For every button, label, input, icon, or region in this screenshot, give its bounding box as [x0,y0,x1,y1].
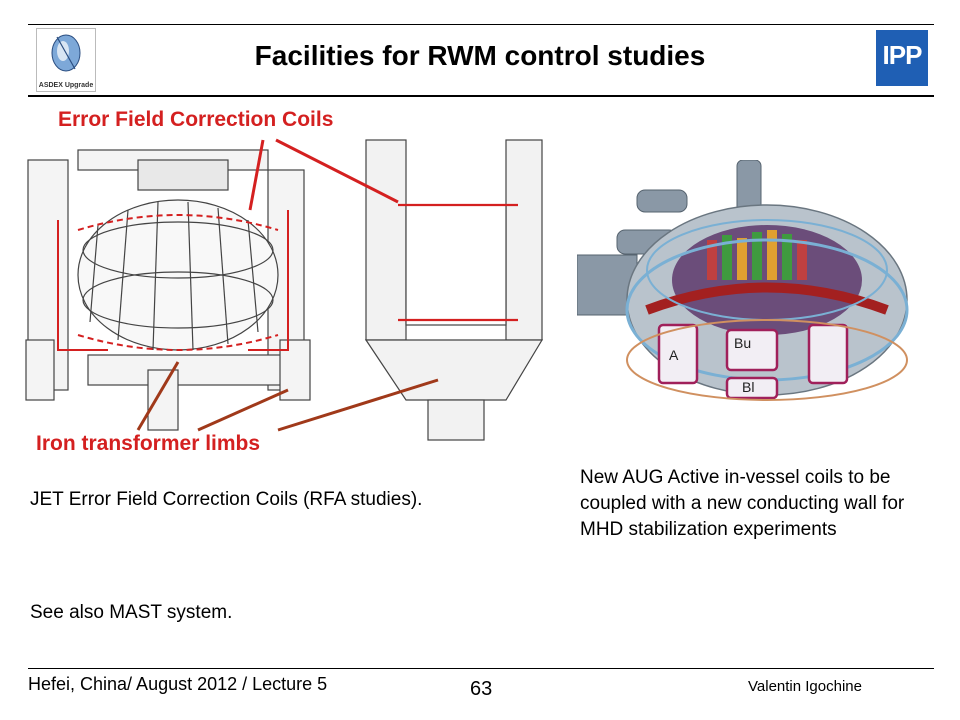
coil-label-a: A [669,347,679,363]
slide-title: Facilities for RWM control studies [254,40,706,71]
page-number: 63 [470,678,493,700]
coil-label-bu: Bu [734,335,751,351]
error-field-coils-label: Error Field Correction Coils [58,108,334,131]
ipp-logo: IPP [876,30,928,86]
coil-label-bl: Bl [742,379,754,395]
aug-caption: New AUG Active in-vessel coils to be cou… [580,467,905,540]
header-top-rule [28,24,934,25]
iron-limbs-label: Iron transformer limbs [36,432,261,455]
mast-note: See also MAST system. [30,602,233,623]
ipp-logo-mark: IPP [882,40,923,70]
footer-rule [28,668,934,669]
aug-coils-figure: Bu Bl A [576,159,911,402]
asdex-upgrade-logo-caption: ASDEX Upgrade [38,82,94,89]
footer-event: Hefei, China/ August 2012 / Lecture 5 [28,674,328,694]
jet-coils-figure [18,100,568,460]
footer-author: Valentin Igochine [748,678,862,695]
jet-caption: JET Error Field Correction Coils (RFA st… [30,489,423,510]
header-bottom-rule [28,95,934,97]
asdex-upgrade-logo: ASDEX Upgrade [36,28,96,92]
